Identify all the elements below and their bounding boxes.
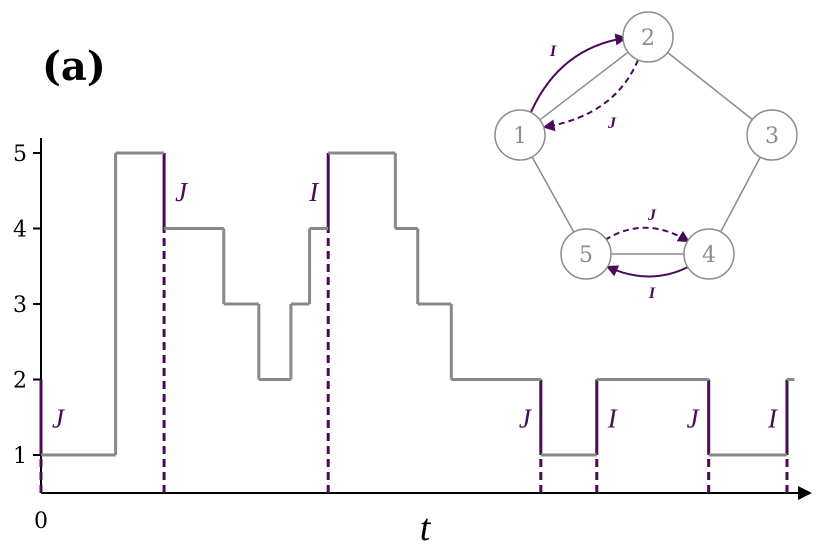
event-label: J [519,403,533,433]
network-transitions: I J J I [530,33,691,302]
network-node-label: 2 [641,26,655,51]
network-node [494,109,546,161]
y-tick-label-3: 3 [13,293,27,318]
y-tick-label-2: 2 [13,369,27,394]
network-transition-label: I [549,43,557,60]
network-node [683,228,735,280]
event-label: J [175,177,189,207]
network-edge [720,156,761,233]
network-transition-label: J [647,207,657,224]
network-node-label: 5 [579,243,593,268]
network-transition-arrow [605,265,689,278]
event-markers [39,153,789,493]
event-label: I [308,177,320,207]
network-edge [539,51,629,121]
event-label: I [607,403,619,433]
network-transition-arrow [530,33,628,113]
network-node-label: 1 [513,124,527,149]
network-transition-label: I [648,285,656,302]
network-diagram: I J J I 1 2 3 4 5 [494,11,798,302]
event-label: J [687,403,701,433]
network-edge [531,156,575,233]
x-tick-label-0: 0 [34,509,48,534]
event-label: I [767,403,779,433]
event-labels: J J I J I J I [52,177,779,434]
network-transition-arrow [604,226,691,243]
x-axis-label: t [420,507,432,549]
network-node-label: 4 [702,243,716,268]
network-transition-label: J [607,115,617,132]
network-node [560,228,612,280]
network-node-label: 3 [765,124,779,149]
y-tick-label-4: 4 [13,218,27,243]
event-label: J [52,403,66,433]
y-tick-label-1: 1 [13,444,27,469]
y-tick-label-5: 5 [13,142,27,167]
axes: 1 2 3 4 5 0 t [13,138,812,549]
network-node [746,109,798,161]
network-nodes: 1 2 3 4 5 [494,11,798,280]
trajectory [41,151,795,457]
y-ticks: 1 2 3 4 5 [13,142,41,469]
panel-label: (a) [42,43,106,90]
network-transition-arrow [542,59,639,132]
network-edges [531,51,761,255]
network-edge [667,51,753,121]
network-node [622,11,674,63]
